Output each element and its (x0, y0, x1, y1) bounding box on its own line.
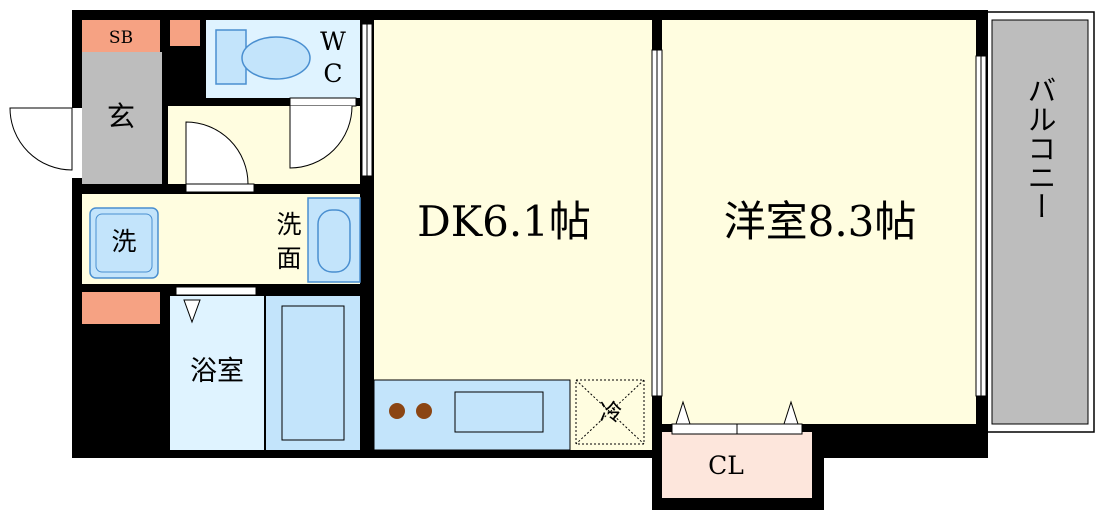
bath-door-marker (183, 299, 201, 324)
balcony-label: バルコニー (1023, 76, 1057, 221)
bathtub-inner (281, 305, 345, 441)
bath-label: 浴室 (190, 356, 244, 387)
entrance-door-opening (72, 108, 82, 178)
western-label: 洋室8.3帖 (724, 197, 917, 246)
dk-label: DK6.1帖 (417, 197, 591, 246)
closet-label: CL (708, 451, 744, 480)
entrance-label: 玄 (107, 100, 135, 133)
washroom-label-2: 面 (276, 244, 301, 273)
wc-label-c: C (323, 59, 342, 88)
western-room (662, 20, 976, 424)
stove-burner-left (389, 403, 405, 419)
stove-burner-right (416, 403, 432, 419)
sink-basin (317, 209, 351, 273)
toilet-tank (215, 29, 247, 85)
balcony-floor (991, 19, 1089, 425)
washer-inner (95, 213, 153, 273)
washer-label: 洗 (111, 227, 136, 256)
dk-room (374, 20, 652, 450)
bath-door-sill (175, 286, 257, 296)
entrance-door-swing (9, 107, 73, 171)
washroom-label-1: 洗 (276, 210, 301, 239)
closet (662, 432, 812, 498)
fridge-label: 冷 (600, 400, 623, 426)
kitchen-sink (454, 391, 544, 433)
wc-shelf (170, 20, 200, 46)
storage-shelf (82, 292, 160, 324)
shoe-box-label: SB (109, 28, 133, 48)
closet-door-marker-right (783, 400, 799, 425)
hall-door-swing (185, 121, 249, 185)
wc-door-sill (289, 97, 357, 107)
wc-label-w: W (320, 27, 346, 56)
entrance-floor (82, 52, 162, 184)
hall-door-sill (185, 183, 255, 193)
fridge-diag-1 (575, 379, 645, 445)
fridge-diag-2 (575, 379, 645, 445)
shoe-box (82, 20, 160, 52)
wc-door-swing (289, 105, 353, 169)
bathroom (170, 296, 264, 450)
toilet-bowl (241, 36, 311, 80)
closet-door-marker-left (675, 400, 691, 425)
